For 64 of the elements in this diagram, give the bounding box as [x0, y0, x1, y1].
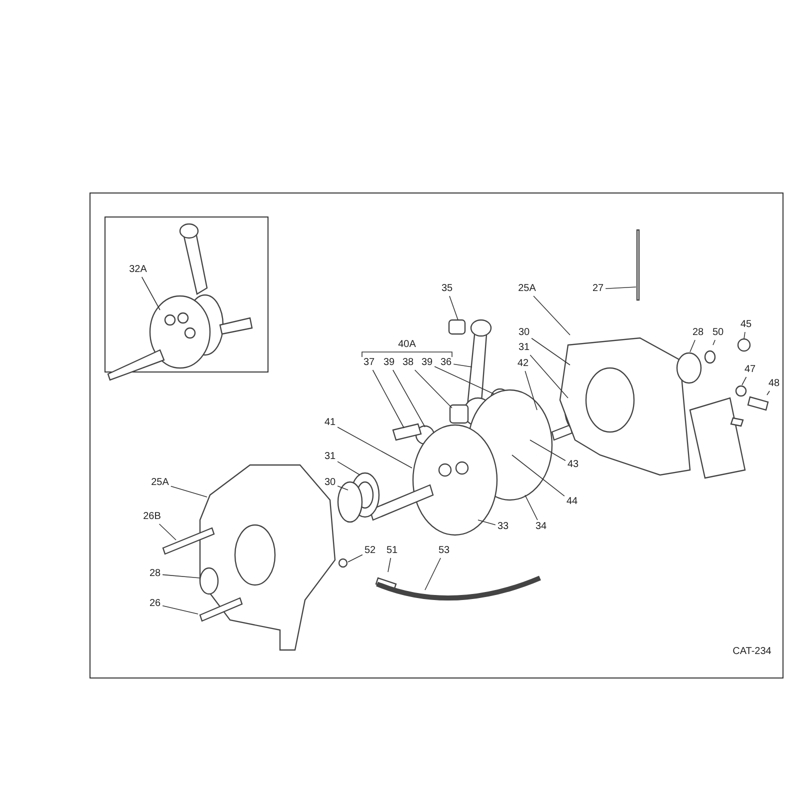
leader-line [162, 574, 200, 578]
leader-line [449, 296, 458, 320]
leader-line [141, 276, 160, 310]
part-label: CAT-234 [732, 646, 772, 658]
callout-number: 33 [496, 521, 510, 533]
leader-line [337, 426, 412, 468]
callout-number: 45 [739, 319, 753, 331]
leader-line [766, 390, 770, 396]
leader-line [388, 558, 392, 572]
leader-line [162, 605, 198, 614]
leader-line [348, 554, 363, 562]
callout-number: 31 [517, 342, 531, 354]
callout-number: 48 [767, 378, 781, 390]
leader-line [337, 461, 360, 476]
callout-number: 31 [323, 451, 337, 463]
leader-line [414, 370, 452, 408]
leader-line [170, 486, 208, 498]
leader-line [524, 370, 538, 410]
callout-number: 25A [517, 283, 537, 295]
leader-line [424, 558, 441, 590]
callout-number: 32A [128, 264, 148, 276]
leader-line [524, 494, 538, 520]
leader-line [690, 340, 696, 352]
leader-line [158, 524, 176, 540]
callout-number: 39 [382, 357, 396, 369]
leader-line [453, 364, 472, 368]
leader-line [372, 370, 404, 428]
leader-line [512, 454, 565, 496]
callout-number: 35 [440, 283, 454, 295]
leader-line [530, 440, 566, 461]
callout-number: 36 [439, 357, 453, 369]
leader-line [434, 366, 494, 394]
callout-number: 25A [150, 477, 170, 489]
callout-number: 28 [148, 568, 162, 580]
callout-number: 39 [420, 357, 434, 369]
callout-number: 44 [565, 496, 579, 508]
callout-number: 28 [691, 327, 705, 339]
callout-number: 41 [323, 417, 337, 429]
callout-number: 37 [362, 357, 376, 369]
leader-line [605, 286, 636, 289]
callout-number: 26B [142, 511, 162, 523]
leader-line [337, 486, 348, 490]
leader-line [530, 354, 568, 398]
callout-number: 34 [534, 521, 548, 533]
callout-number: 43 [566, 459, 580, 471]
leader-line [712, 340, 716, 346]
callout-number: 27 [591, 283, 605, 295]
callout-number: 51 [385, 545, 399, 557]
callout-number: 38 [401, 357, 415, 369]
leader-line [531, 338, 570, 366]
part-label: 40A [398, 339, 416, 351]
callout-number: 42 [516, 358, 530, 370]
callout-number: 26 [148, 598, 162, 610]
leader-line [533, 296, 570, 336]
callout-number: 47 [743, 364, 757, 376]
leader-line [744, 332, 746, 340]
callout-number: 30 [517, 327, 531, 339]
callout-number: 52 [363, 545, 377, 557]
leader-line [392, 370, 426, 428]
callout-number: 53 [437, 545, 451, 557]
leader-line [742, 376, 747, 386]
callout-number: 30 [323, 477, 337, 489]
callout-number: 50 [711, 327, 725, 339]
leader-line [478, 520, 496, 526]
